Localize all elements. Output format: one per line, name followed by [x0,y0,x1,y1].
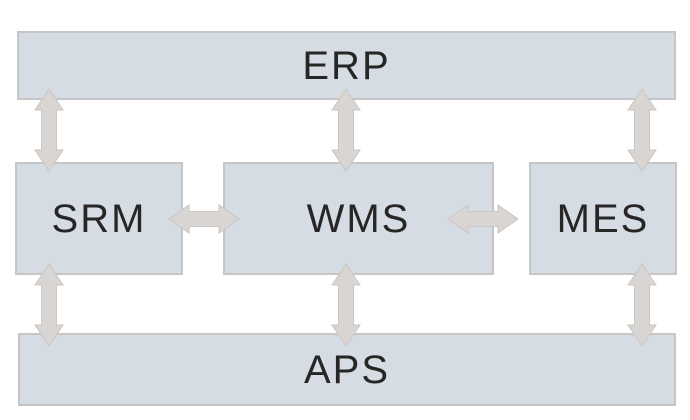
bidirectional-arrow-srm-aps-icon [34,263,64,347]
node-erp-label: ERP [302,43,391,88]
node-aps-label: APS [303,347,391,392]
node-srm-label: SRM [51,196,147,241]
bidirectional-arrow-wms-aps-icon [331,263,361,347]
bidirectional-arrow-erp-srm-icon [34,88,64,172]
bidirectional-arrow-mes-aps-icon [627,263,657,347]
node-erp: ERP [17,31,676,100]
node-mes: MES [529,162,677,275]
bidirectional-arrow-erp-wms-icon [331,88,361,172]
bidirectional-arrow-srm-wms-icon [168,204,240,234]
bidirectional-arrow-erp-mes-icon [627,88,657,172]
bidirectional-arrow-wms-mes-icon [447,204,519,234]
node-mes-label: MES [556,196,650,241]
node-srm: SRM [15,162,183,275]
node-wms-label: WMS [306,196,411,241]
